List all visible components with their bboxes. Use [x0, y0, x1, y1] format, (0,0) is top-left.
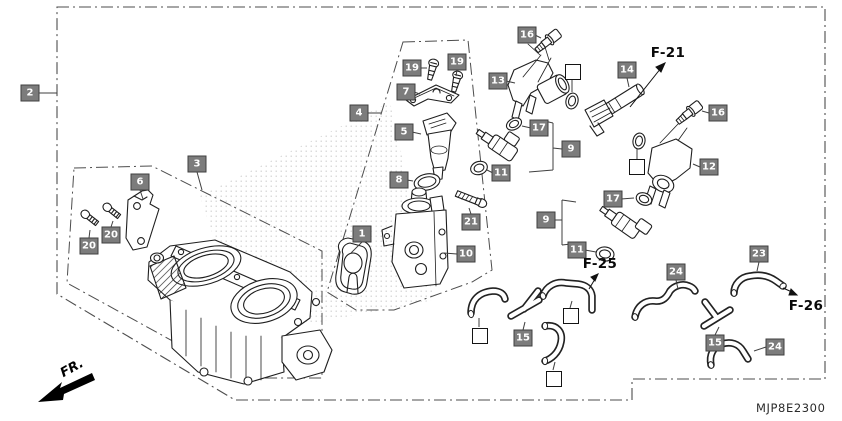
injector-holder-13-drawing [507, 43, 579, 121]
unlabeled-ref-box [472, 328, 488, 344]
ref-link-f-26: F-26 [788, 298, 824, 314]
callout-3: 3 [187, 155, 207, 173]
callout-20: 20 [101, 226, 121, 244]
ref-link-f-25: F-25 [582, 256, 618, 272]
callout-11: 11 [567, 241, 587, 259]
callout-11: 11 [491, 164, 511, 182]
injector-holder-12-drawing [632, 132, 693, 209]
callout-2: 2 [20, 84, 40, 102]
callout-9: 9 [536, 211, 556, 229]
callout-17: 17 [603, 190, 623, 208]
callout-15: 15 [705, 334, 725, 352]
callout-19: 19 [402, 59, 422, 77]
hose-drawings [467, 271, 787, 369]
callout-10: 10 [456, 245, 476, 263]
callout-21: 21 [461, 213, 481, 231]
callout-13: 13 [488, 72, 508, 90]
unlabeled-ref-box [563, 308, 579, 324]
callout-9: 9 [561, 140, 581, 158]
callout-19: 19 [447, 53, 467, 71]
unlabeled-ref-box [546, 371, 562, 387]
stay-bracket-drawing [125, 189, 160, 251]
callout-15: 15 [513, 329, 533, 347]
injector-a-drawing [470, 117, 523, 176]
callout-20: 20 [79, 237, 99, 255]
callout-8: 8 [389, 171, 409, 189]
callout-1: 1 [352, 225, 372, 243]
unlabeled-ref-box [629, 159, 645, 175]
bolt-21-drawing [454, 190, 488, 208]
callout-12: 12 [699, 158, 719, 176]
valve-body-drawing [381, 187, 449, 289]
insulator-gasket-drawing [335, 237, 372, 295]
fr-direction-arrow [38, 373, 95, 402]
callout-14: 14 [617, 61, 637, 79]
callout-5: 5 [394, 123, 414, 141]
sensor-screw-drawing [427, 58, 464, 93]
callout-17: 17 [529, 119, 549, 137]
callout-23: 23 [749, 245, 769, 263]
outer-border [56, 6, 826, 401]
ref-link-f-21: F-21 [650, 45, 686, 61]
callout-24: 24 [666, 263, 686, 281]
callout-16: 16 [708, 104, 728, 122]
middle-enclosure [326, 39, 493, 311]
reference-arrows [588, 62, 799, 296]
o-ring-8-drawing [413, 173, 441, 191]
callout-6: 6 [130, 173, 150, 191]
unlabeled-ref-box [565, 64, 581, 80]
injector-b-drawing [595, 192, 653, 262]
callout-7: 7 [396, 83, 416, 101]
callout-16: 16 [517, 26, 537, 44]
map-sensor-drawing [422, 112, 457, 181]
callout-24: 24 [765, 338, 785, 356]
bleed-screw-16a-drawing [534, 28, 562, 54]
bracket-screw-drawing [80, 202, 122, 227]
joint-pipe-14-drawing [584, 83, 645, 137]
diagram-part-code: MJP8E2300 [756, 401, 826, 415]
throttle-body-drawing [147, 239, 333, 386]
bleed-screw-16b-drawing [675, 100, 704, 125]
callout-4: 4 [349, 104, 369, 122]
